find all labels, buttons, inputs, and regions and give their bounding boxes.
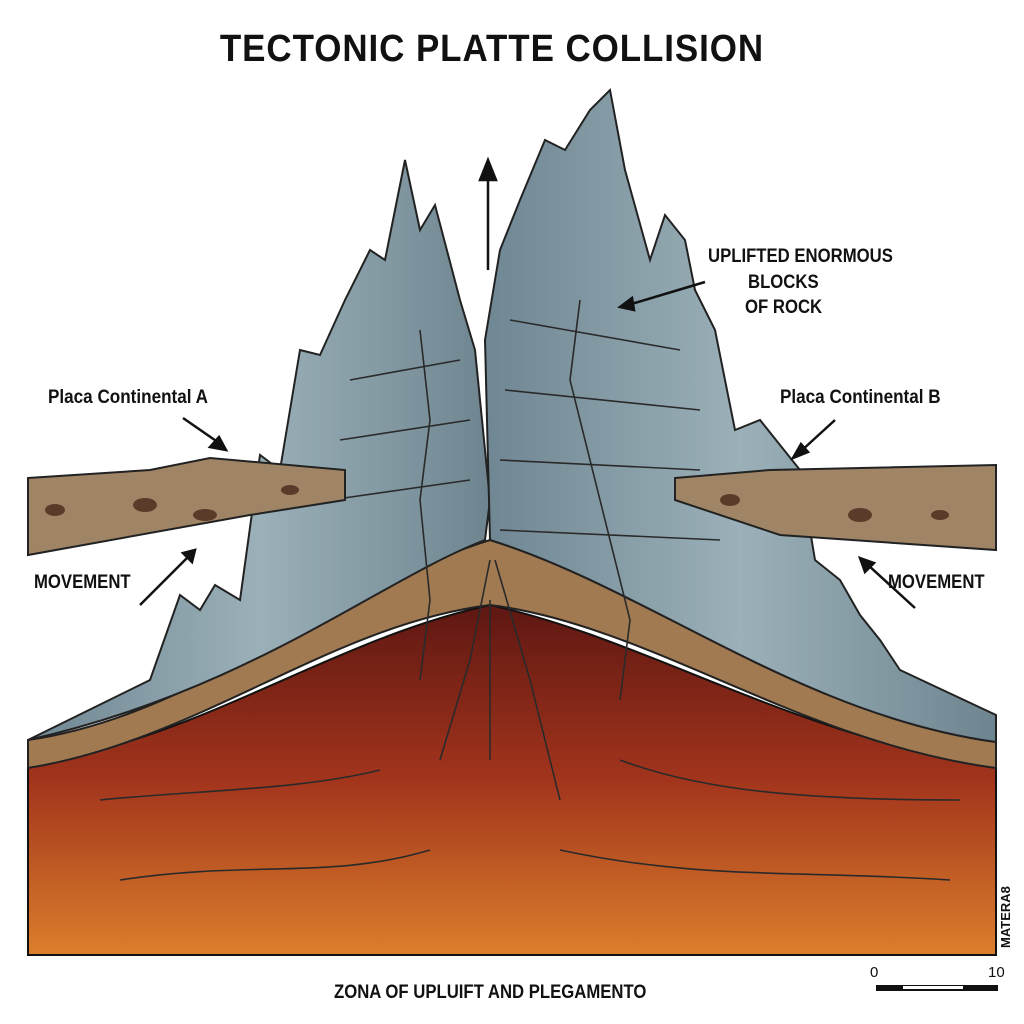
scale-start: 0 [870,964,879,981]
plate-pebbles [45,485,949,522]
label-uplifted-2: BLOCKS [748,272,819,293]
mountain-left [27,159,492,741]
uplift-arrowhead [478,156,498,182]
side-text: MATERA8 [998,886,1013,948]
label-plate-b: Placa Continental B [780,387,941,408]
arrows [139,156,916,609]
plate-a [27,456,346,557]
caption: ZONA OF UPLUIFT AND PLEGAMENTO [334,982,647,1003]
rock-fractures [99,299,961,881]
label-uplifted-1: UPLIFTED ENORMOUS [708,246,893,267]
label-movement-left: MOVEMENT [34,572,131,593]
page-title: TECTONIC PLATTE COLLISION [219,28,765,70]
label-plate-a: Placa Continental A [48,387,208,408]
label-uplifted-3: OF ROCK [745,297,823,318]
mountain-right [483,87,997,744]
scale-end: 10 [988,964,1005,981]
scale-bar [876,985,998,991]
label-movement-right: MOVEMENT [888,572,985,593]
plate-b [674,463,997,552]
